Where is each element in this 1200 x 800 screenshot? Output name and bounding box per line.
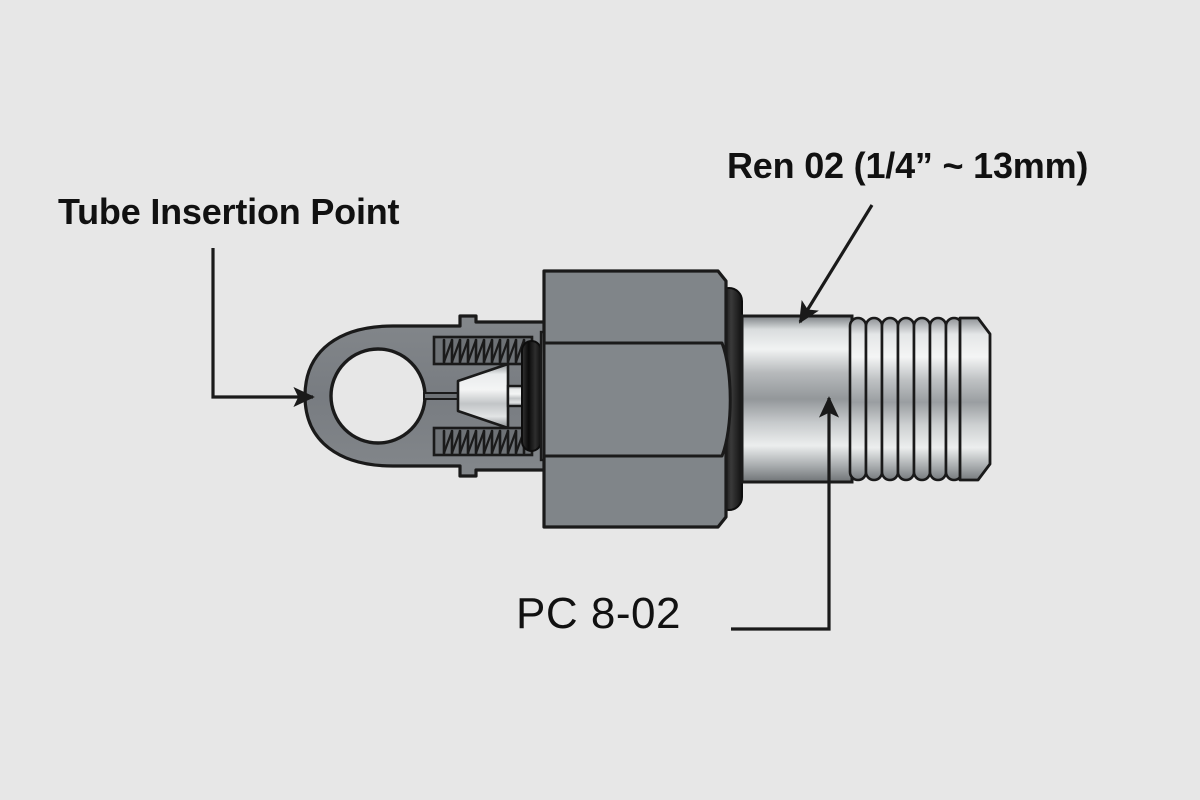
hex-nut-assembly bbox=[542, 269, 743, 529]
leader-ren-02 bbox=[798, 204, 874, 324]
label-ren-02: Ren 02 (1/4” ~ 13mm) bbox=[727, 145, 1089, 186]
male-end-assembly bbox=[740, 314, 992, 484]
thread-ridge bbox=[880, 316, 900, 482]
thread-ridge bbox=[848, 316, 868, 482]
collet-spring-upper-diagonals bbox=[442, 338, 526, 364]
smooth-shank bbox=[740, 314, 854, 484]
thread-ridge bbox=[912, 316, 932, 482]
leader-tube-insertion bbox=[211, 248, 315, 408]
thread-tip bbox=[958, 316, 992, 482]
thread-ridge bbox=[864, 316, 884, 482]
collet-spring-lower bbox=[442, 429, 526, 455]
o-ring-inner bbox=[521, 340, 542, 452]
collar-inner-neck bbox=[423, 392, 459, 400]
hex-nut-middle-band bbox=[542, 341, 732, 458]
collet-spring-lower-diagonals bbox=[442, 429, 526, 455]
male-threads bbox=[848, 316, 964, 482]
leader-pc-8-02 bbox=[731, 396, 840, 631]
thread-ridge bbox=[896, 316, 916, 482]
collet-cone bbox=[456, 362, 510, 430]
release-collar-ring bbox=[329, 347, 427, 445]
label-tube-insertion-point: Tube Insertion Point bbox=[58, 191, 400, 232]
collet-spring-upper bbox=[442, 338, 526, 364]
thread-ridge bbox=[928, 316, 948, 482]
label-pc-8-02: PC 8-02 bbox=[516, 589, 681, 638]
annotation-leaders bbox=[211, 204, 874, 631]
release-collar-assembly bbox=[303, 314, 560, 478]
